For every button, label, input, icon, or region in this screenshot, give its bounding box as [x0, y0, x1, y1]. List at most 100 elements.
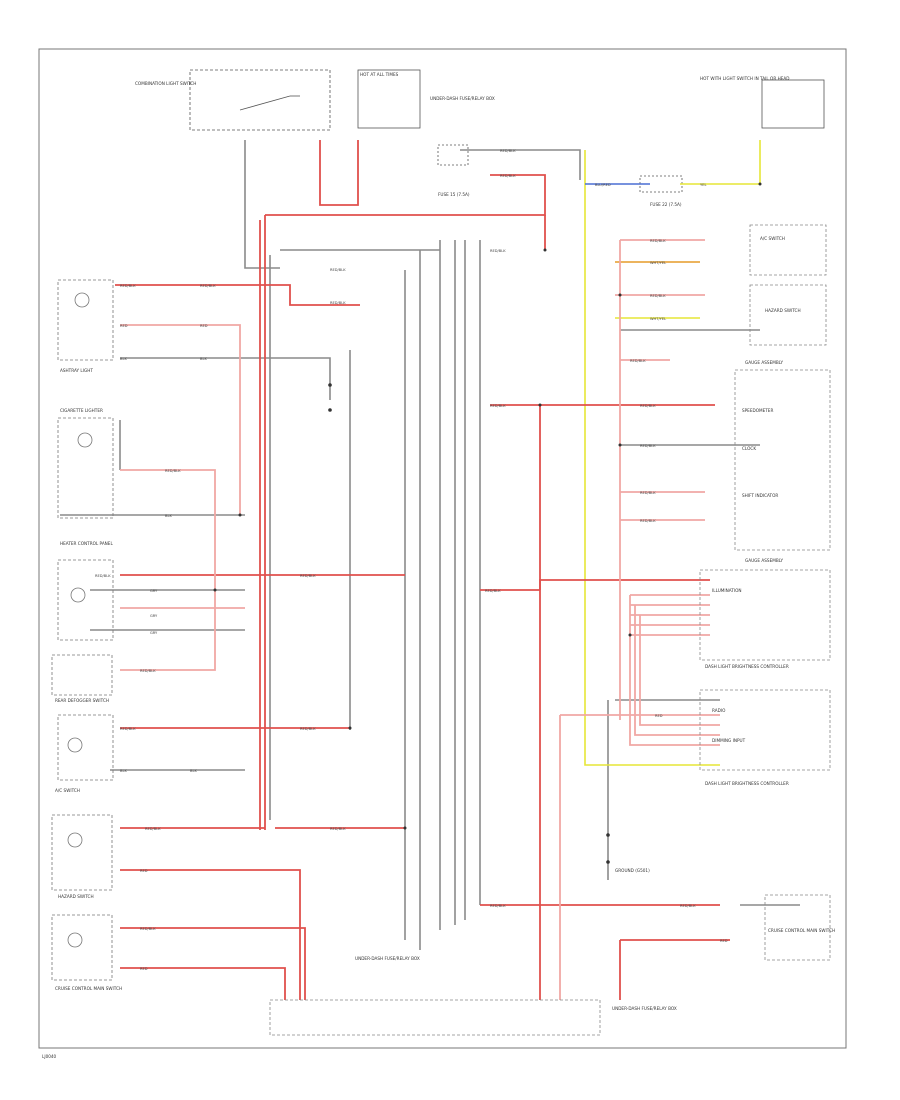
label-ashtray: ASHTRAY LIGHT — [60, 368, 93, 373]
label-rear-defog: REAR DEFOGGER SWITCH — [55, 698, 109, 703]
left-components — [51, 279, 114, 981]
labels: COMBINATION LIGHT SWITCH HOT AT ALL TIME… — [42, 72, 835, 1059]
wire-color-tag: RED — [140, 869, 148, 873]
wire-color-tag: RED/BLK — [490, 249, 506, 253]
hot-box-a — [357, 69, 421, 129]
label-cruise: CRUISE CONTROL MAIN SWITCH — [55, 986, 122, 991]
ac-bulb-icon — [67, 737, 83, 753]
rear-defog-box — [51, 654, 113, 696]
wire-color-tag: GRY — [150, 631, 158, 635]
wire-color-tag: RED/BLK — [485, 589, 501, 593]
wire-color-tag: RED/BLK — [630, 359, 646, 363]
wire-color-tag: BLK — [165, 514, 172, 518]
wire-color-tag: RED/BLK — [500, 149, 516, 153]
ac-switch-box — [749, 224, 827, 276]
label-dimmer: DASH LIGHT BRIGHTNESS CONTROLLER — [705, 664, 789, 669]
label-dimming-input: DIMMING INPUT — [712, 738, 746, 743]
wire-color-tag: RED/BLK — [650, 294, 666, 298]
label-cruise-right: CRUISE CONTROL MAIN SWITCH — [768, 928, 835, 933]
wire-color-tag: BLU/RED — [595, 183, 611, 187]
wire-color-tag: BLK — [200, 357, 207, 361]
label-fuse-a: FUSE 15 (7.5A) — [438, 192, 470, 197]
wire-color-tag: WHT/YEL — [650, 317, 666, 321]
wire-color-tag: RED/BLK — [640, 519, 656, 523]
label-hot-in-on: HOT WITH LIGHT SWITCH IN TAIL OR HEAD — [700, 76, 789, 81]
wires-red — [115, 140, 730, 1000]
label-radio: RADIO — [712, 708, 726, 713]
gauge-assembly-box — [734, 369, 831, 551]
wires-yellow — [584, 140, 761, 766]
label-ac-switch: A/C SWITCH — [55, 788, 80, 793]
label-illumination: ILLUMINATION — [712, 588, 742, 593]
wire-color-tag: BLK — [120, 769, 127, 773]
wire-color-tag: RED/BLK — [640, 404, 656, 408]
label-hot-at-all-times: HOT AT ALL TIMES — [360, 72, 399, 77]
heater-bulb-icon — [70, 587, 86, 603]
illumination-box — [699, 569, 831, 661]
wire-color-tag: RED/BLK — [490, 404, 506, 408]
label-gauge-assembly-2: GAUGE ASSEMBLY — [745, 558, 783, 563]
wire-color-tag: RED/BLK — [140, 669, 156, 673]
label-jb-right: UNDER-DASH FUSE/RELAY BOX — [612, 1006, 677, 1011]
wire-color-tag: RED/BLK — [330, 827, 346, 831]
wire-color-tag: RED/BLK — [120, 284, 136, 288]
wire-color-tag: RED/BLK — [650, 239, 666, 243]
label-dash-light-switch: COMBINATION LIGHT SWITCH — [135, 81, 196, 86]
wire-tags: RED/BLK RED/BLK RED/BLK RED/BLK RED/BLK … — [95, 149, 728, 971]
label-heater: HEATER CONTROL PANEL — [60, 541, 113, 546]
right-components — [269, 224, 831, 1036]
wire-color-tag: RED/BLK — [490, 904, 506, 908]
wire-color-tag: RED/BLK — [330, 268, 346, 272]
label-ac-right: A/C SWITCH — [760, 236, 785, 241]
ashtray-box — [57, 279, 114, 361]
wire-color-tag: GRY — [150, 614, 158, 618]
wire-color-tag: RED — [200, 324, 208, 328]
wire-color-tag: RED/BLK — [640, 491, 656, 495]
wire-color-tag: RED/BLK — [500, 174, 516, 178]
wire-color-tag: RED — [720, 939, 728, 943]
label-underhood-fuse: UNDER-DASH FUSE/RELAY BOX — [430, 96, 495, 101]
wire-color-tag: RED — [120, 324, 128, 328]
top-components — [189, 69, 825, 193]
wires-gray — [60, 140, 800, 950]
ashtray-bulb-icon — [74, 292, 90, 308]
label-gauge-assembly: GAUGE ASSEMBLY — [745, 360, 783, 365]
cruise-box — [764, 894, 831, 961]
hazard-box-left — [51, 814, 113, 891]
cigarette-box — [57, 417, 114, 519]
hazard-box — [749, 284, 827, 346]
cruise-bulb-icon — [67, 932, 83, 948]
label-hazard-right: HAZARD SWITCH — [765, 308, 801, 313]
wire-color-tag: RED/BLK — [145, 827, 161, 831]
dash-light-switch-box — [189, 69, 331, 131]
wire-color-tag: RED — [140, 967, 148, 971]
wire-color-tag: YEL — [700, 183, 706, 187]
wire-color-tag: RED/BLK — [300, 574, 316, 578]
radio-box — [699, 689, 831, 771]
diagram-frame — [38, 48, 847, 1049]
heater-box — [57, 559, 114, 641]
wire-color-tag: RED/BLK — [300, 727, 316, 731]
label-dimmer-2: DASH LIGHT BRIGHTNESS CONTROLLER — [705, 781, 789, 786]
label-jb-left: UNDER-DASH FUSE/RELAY BOX — [355, 956, 420, 961]
wire-color-tag: WHT/YEL — [650, 261, 666, 265]
fuse-upper — [437, 144, 469, 166]
wire-color-tag: BLK — [190, 769, 197, 773]
wire-color-tag: RED/BLK — [120, 727, 136, 731]
label-speedometer: SPEEDOMETER — [742, 408, 773, 413]
cigarette-bulb-icon — [77, 432, 93, 448]
label-hazard: HAZARD SWITCH — [58, 894, 94, 899]
wire-color-tag: RED/BLK — [140, 927, 156, 931]
wire-color-tag: BLK — [120, 357, 127, 361]
wire-color-tag: RED/BLK — [640, 444, 656, 448]
wire-color-tag: RED/BLK — [200, 284, 216, 288]
label-clock: CLOCK — [742, 446, 756, 451]
label-ground: GROUND (G501) — [615, 868, 650, 873]
hot-box-b — [761, 79, 825, 129]
ac-box-left — [57, 714, 114, 781]
label-fuse-b: FUSE 22 (7.5A) — [650, 202, 682, 207]
wire-color-tag: RED — [655, 714, 663, 718]
connector-dots — [213, 182, 762, 864]
cruise-box-left — [51, 914, 113, 981]
